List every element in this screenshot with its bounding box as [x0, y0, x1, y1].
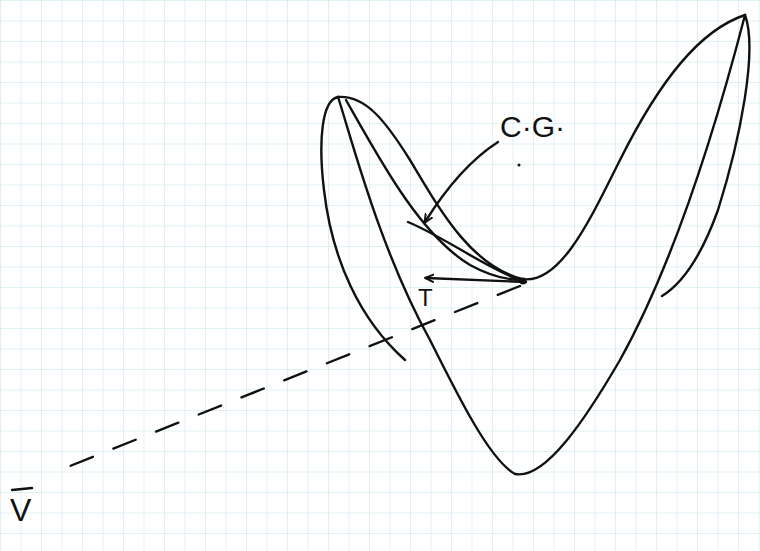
cg-label: C·G·	[500, 112, 565, 142]
velocity-label: V	[10, 494, 31, 526]
wing-outline	[662, 15, 749, 296]
velocity-line	[60, 286, 520, 470]
wing-outline	[408, 222, 524, 282]
thrust-label: T	[418, 286, 433, 310]
cg-point	[520, 278, 527, 285]
leader-line	[425, 142, 498, 222]
thrust-arrow	[426, 278, 526, 282]
wing-outline	[338, 15, 745, 474]
vector-bar	[12, 488, 32, 490]
wing-outline	[321, 97, 405, 360]
wing-outline	[346, 100, 522, 280]
dot	[518, 164, 521, 167]
wing-outline	[338, 15, 745, 279]
